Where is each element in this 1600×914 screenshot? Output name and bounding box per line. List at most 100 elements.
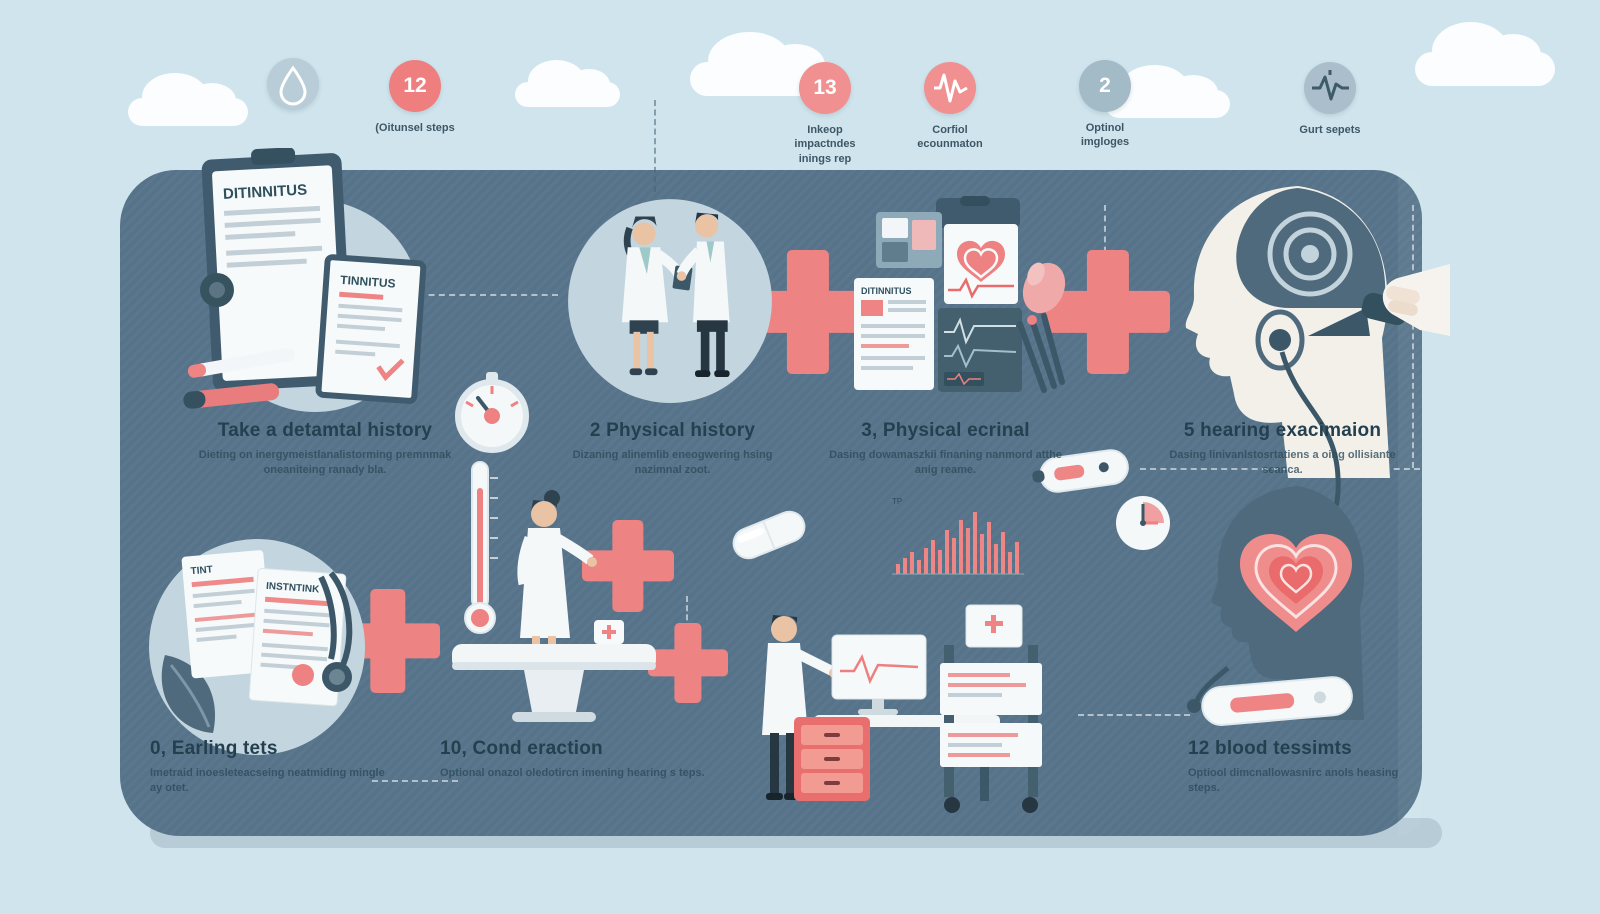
step-3-text: 3, Physical ecrinal Dasing dowamaszkii f…: [828, 420, 1063, 478]
dashed-line: [1140, 468, 1420, 470]
hearing-aid-device: [1201, 676, 1353, 726]
stethoscope-icon: [318, 571, 353, 692]
step-2-desc: Dizaning alinemlib eneogwering hsing naz…: [572, 449, 773, 476]
count-12-value: 12: [403, 74, 427, 97]
exam-table: [452, 644, 656, 722]
step-6-text: 10, Cond eraction Optional onazol oledot…: [440, 738, 710, 781]
scene-clipboards: DITINNITUS TINNITUS: [165, 148, 465, 448]
bar-chart-label: TP: [892, 497, 902, 506]
dashed-line: [372, 780, 458, 782]
step-4-text: 5 hearing exacimaion Dasing linivanlstos…: [1160, 420, 1405, 478]
hearing-aid-icon: [1032, 440, 1137, 500]
count-2-value: 2: [1099, 74, 1111, 97]
step-7-title: 12 blood tessimts: [1188, 738, 1352, 759]
step-3-desc: Dasing dowamaszkii finaning nanmord atth…: [829, 449, 1062, 476]
step-4-desc: Dasing linivanlstosrtatiens a oing ollis…: [1169, 449, 1396, 476]
scene-doctors: [545, 178, 795, 428]
top-icon-2: 2 Optinol imgloges: [1040, 60, 1170, 150]
scene-ear-exam: [1130, 168, 1450, 508]
count-2-label: Optinol imgloges: [1080, 122, 1130, 149]
scene-desk: [728, 585, 1078, 820]
scene-exam-table: [428, 468, 718, 730]
dashed-line: [654, 100, 656, 192]
red-drawer-cabinet: [794, 717, 870, 801]
step-5-text: 0, Earling tets Imetraid inoesleteacsein…: [150, 738, 385, 796]
cloud: [128, 73, 248, 126]
bars: [896, 512, 1019, 574]
nested-hearts-icon: [1240, 534, 1352, 632]
step-6-desc: Optional onazol oledotircn imening heari…: [440, 767, 705, 779]
heart-rate-label: Gurt sepets: [1299, 124, 1361, 136]
top-icon-drop: [228, 58, 358, 110]
clipboard-main: DITINNITUS: [201, 148, 353, 392]
pill-dot-icon: [292, 664, 314, 686]
count-13-badge: 13: [799, 62, 851, 114]
dashed-line: [1412, 205, 1414, 468]
cloud: [515, 60, 620, 107]
top-icon-12: 12 (Oitunsel steps: [350, 60, 480, 135]
scene-blood-tests: [1168, 468, 1438, 738]
clipboard-main-title: DITINNITUS: [223, 181, 308, 202]
collage-document: DITINNITUS: [854, 278, 934, 390]
count-12-badge: 12: [389, 60, 441, 112]
step-1-title: Take a detamtal history: [217, 420, 433, 441]
thermometer-icon: [458, 458, 502, 638]
marker-icon: [183, 383, 280, 409]
sheet-a-title: TINT: [190, 564, 213, 577]
top-icon-pulse: Gurt sepets: [1265, 62, 1395, 137]
earbud-icon: [1187, 699, 1201, 713]
step-4-title: 5 hearing exacimaion: [1183, 420, 1382, 441]
instruments-icon: [1017, 313, 1065, 393]
dashed-line: [686, 596, 688, 648]
pen-icon: [187, 348, 295, 378]
dashed-line: [408, 294, 558, 296]
step-2-title: 2 Physical history: [589, 420, 756, 441]
sheet-b-title: INSTNTINK: [266, 581, 321, 596]
document-small: TINNITUS: [315, 254, 427, 404]
cloud: [1415, 22, 1555, 86]
monitor-screens: [938, 308, 1022, 392]
first-aid-box: [594, 620, 624, 644]
inner-ear-organ: [1022, 262, 1066, 314]
heart-rate-icon: [1304, 62, 1356, 114]
doctor-woman: [621, 216, 686, 376]
pill-icon: [722, 498, 817, 573]
step-6-title: 10, Cond eraction: [440, 738, 603, 759]
otoscope-icon: [1308, 308, 1370, 336]
waveform-label: Corfiol ecounmaton: [917, 124, 983, 151]
doctor-at-desk: [762, 615, 839, 800]
clipboard-top: [936, 198, 1020, 228]
report-sheet-b: INSTNTINK: [248, 568, 347, 707]
top-icon-waveform: Corfiol ecounmaton: [885, 62, 1015, 152]
count-2-badge: 2: [1079, 60, 1131, 112]
scene-collage: DITINNITUS: [848, 196, 1078, 421]
earbud-cable: [1279, 351, 1341, 507]
water-drop-icon: [267, 58, 319, 110]
count-13-value: 13: [813, 76, 837, 99]
equipment-cart: [940, 604, 1042, 813]
count-12-label: (Oitunsel steps: [375, 122, 455, 134]
waveform-icon: [924, 62, 976, 114]
step-5-title: 0, Earling tets: [150, 738, 278, 759]
document-small-title: TINNITUS: [340, 273, 396, 291]
step-7-desc: Optiool dimcnallowasnirc anols heasing s…: [1188, 767, 1399, 794]
heart-card: [944, 224, 1018, 304]
dashed-line: [1078, 714, 1190, 716]
step-5-desc: Imetraid inoesleteacseing neatmiding min…: [150, 767, 385, 794]
clock-icon: [1112, 492, 1174, 554]
doctor-man: [676, 212, 730, 378]
report-sheet-a: TINT: [181, 550, 274, 679]
backdrop-circle: [568, 199, 772, 403]
photo-tile: [876, 212, 942, 268]
step-1-text: Take a detamtal history Dieting on inerg…: [195, 420, 455, 478]
step-2-text: 2 Physical history Dizaning alinemlib en…: [555, 420, 790, 478]
gauge-icon: [448, 370, 536, 458]
desk-monitor: [831, 634, 927, 715]
bar-chart: TP: [888, 494, 1028, 589]
collage-document-title: DITINNITUS: [861, 286, 912, 296]
step-3-title: 3, Physical ecrinal: [861, 420, 1030, 441]
step-1-desc: Dieting on inergymeistlanalistorming pre…: [198, 449, 452, 476]
scene-hearing-tests: TINT INSTNTINK: [135, 525, 380, 770]
top-icon-13: 13 Inkeop impactndes inings rep: [760, 62, 890, 166]
